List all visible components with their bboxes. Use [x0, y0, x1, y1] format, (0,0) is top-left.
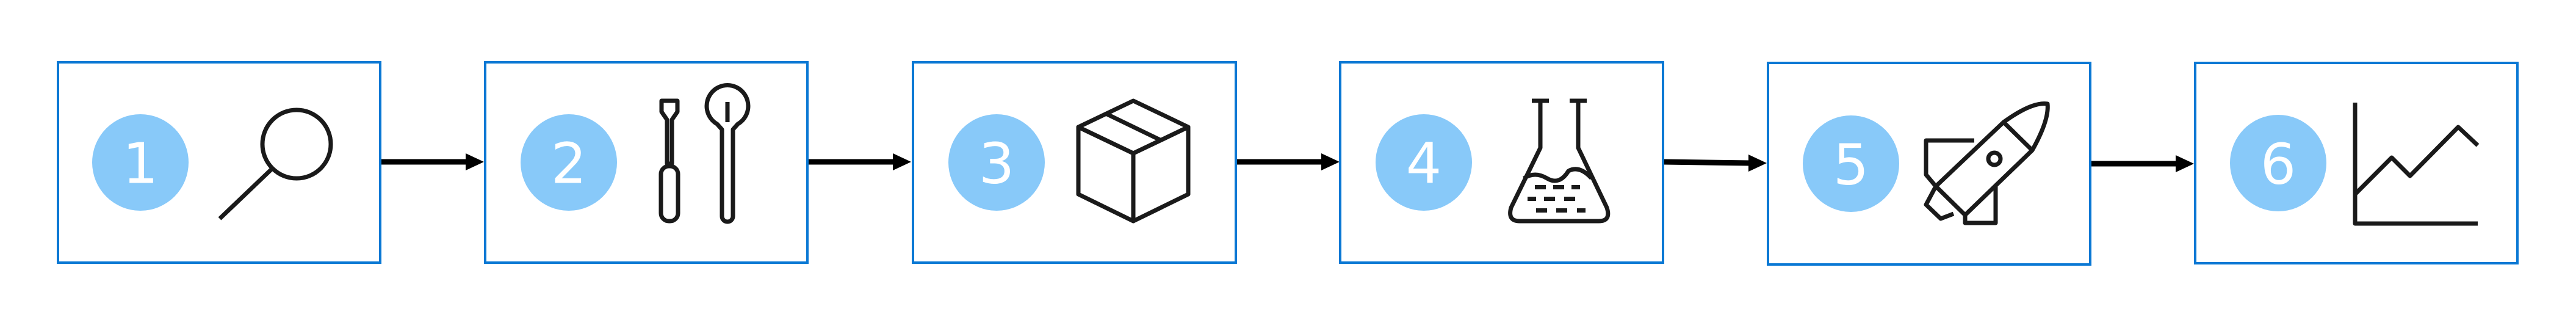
step-1: 1	[57, 61, 381, 264]
arrow-3-4	[1236, 153, 1340, 170]
step-4: 4	[1339, 61, 1664, 264]
rocket-icon	[1924, 101, 2050, 225]
magnifier-icon	[218, 108, 333, 220]
package-icon	[1076, 98, 1191, 224]
step-number-badge	[1803, 115, 1899, 212]
step-number-badge	[1376, 114, 1472, 211]
step-2: 2	[484, 61, 809, 264]
tools-icon	[658, 83, 751, 224]
step-number-badge	[92, 114, 189, 211]
step-number: 1	[123, 131, 159, 197]
step-number-badge	[2230, 115, 2326, 211]
step-number: 3	[979, 131, 1015, 197]
arrow-2-3	[807, 153, 911, 170]
flask-icon	[1508, 98, 1611, 224]
step-number-badge	[948, 114, 1045, 211]
step-number: 4	[1406, 131, 1442, 197]
arrow-5-6	[2090, 155, 2194, 172]
arrow-4-5	[1662, 155, 1767, 172]
step-number-badge	[521, 114, 617, 211]
step-number: 2	[551, 131, 587, 197]
line-chart-icon	[2353, 103, 2480, 226]
step-number: 5	[1833, 133, 1869, 198]
arrow-1-2	[380, 153, 484, 170]
step-number: 6	[2260, 132, 2296, 197]
step-3: 3	[912, 61, 1237, 264]
step-6: 6	[2194, 62, 2519, 264]
step-5: 5	[1767, 62, 2091, 266]
